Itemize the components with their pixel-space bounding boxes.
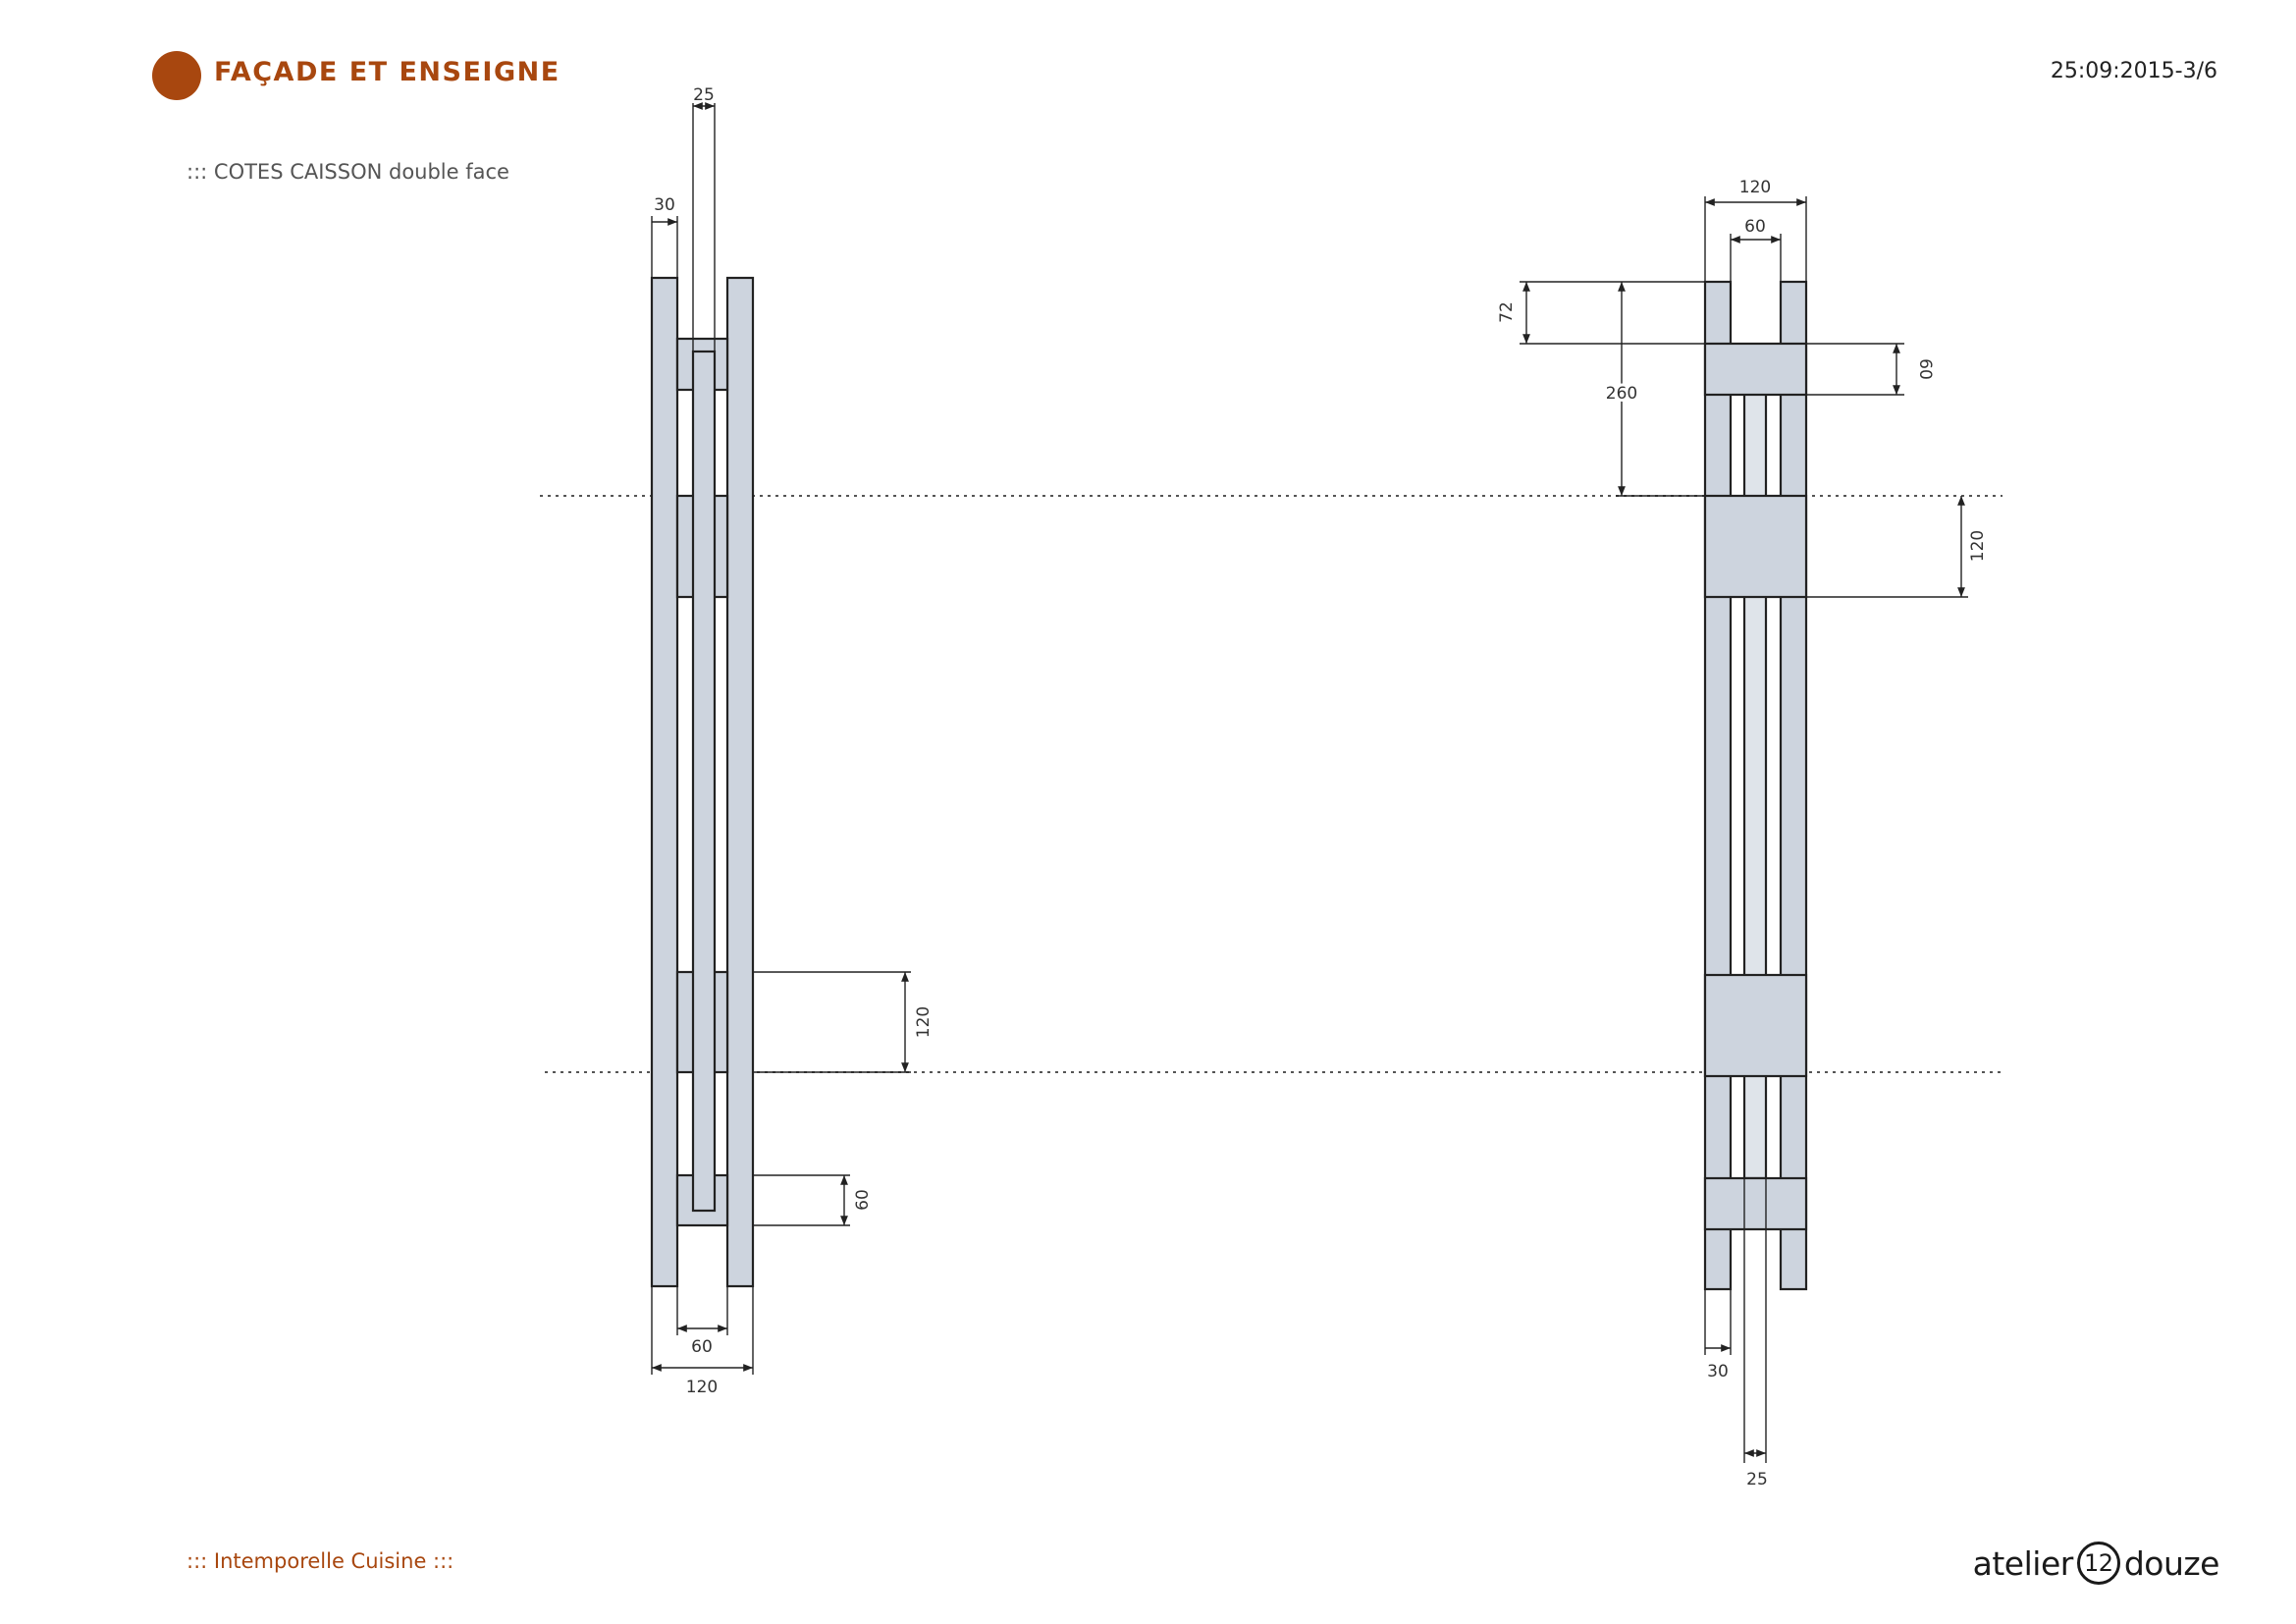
right-right-rail: [1779, 280, 1808, 1291]
right-view-labels: 120 60 72 260 60 120 30 25: [1497, 178, 1988, 1489]
header-dot-icon: [152, 51, 201, 100]
dim-label: 25: [1746, 1470, 1768, 1489]
dim-label: 30: [654, 195, 675, 215]
right-caisson-view: [1703, 280, 1808, 1291]
left-view-dimensions: [651, 102, 911, 1375]
left-view-labels: 25 30 120 60 60 120: [654, 85, 934, 1397]
page-title: FAÇADE ET ENSEIGNE: [214, 57, 561, 87]
right-top-crossbar: [1703, 342, 1808, 397]
logo-text-left: atelier: [1972, 1543, 2074, 1583]
right-bottom-crossbar: [1703, 1176, 1808, 1231]
right-outer-panel: [725, 276, 755, 1288]
right-mid-crossbar: [1703, 494, 1808, 599]
page-date: 25:09:2015-3/6: [2050, 59, 2217, 83]
dim-label: 60: [1915, 358, 1935, 380]
dim-label: 260: [1606, 384, 1637, 404]
logo-badge: 12: [2076, 1542, 2120, 1585]
dim-label: 120: [1739, 178, 1771, 197]
dim-label: 72: [1497, 301, 1517, 323]
dim-label: 120: [1968, 530, 1988, 562]
center-sign-panel: [691, 350, 717, 1213]
left-outer-panel: [650, 276, 679, 1288]
section-subtitle: ::: COTES CAISSON double face: [187, 160, 509, 184]
logo-text-right: douze: [2123, 1543, 2220, 1583]
dim-label: 25: [693, 85, 715, 105]
project-name: ::: Intemporelle Cuisine :::: [187, 1549, 454, 1573]
dim-label: 60: [853, 1189, 873, 1211]
dim-label: 30: [1707, 1362, 1729, 1381]
left-caisson-view: [650, 276, 755, 1288]
dim-label: 60: [1744, 217, 1766, 237]
right-low-crossbar: [1703, 973, 1808, 1078]
dim-label: 120: [914, 1006, 934, 1038]
brand-logo: atelier 12 douze: [1972, 1534, 2220, 1593]
dim-label: 60: [691, 1337, 713, 1357]
right-left-rail: [1703, 280, 1733, 1291]
right-view-dimensions: [1520, 196, 1968, 1463]
dim-label: 120: [686, 1378, 718, 1397]
